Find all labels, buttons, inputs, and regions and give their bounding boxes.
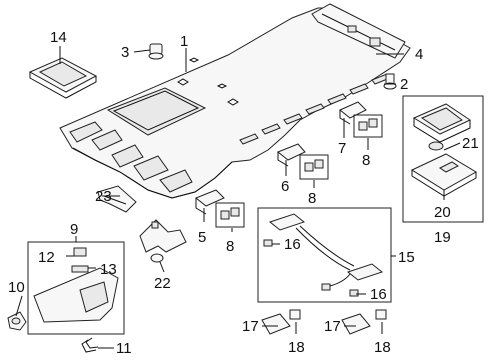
callout-5: 5 <box>198 229 206 246</box>
callout-18a: 18 <box>288 339 305 356</box>
callout-21: 21 <box>462 135 479 152</box>
leader-lines <box>15 46 461 349</box>
callout-8b: 8 <box>308 190 316 207</box>
grab-handle-7-part <box>339 101 367 125</box>
callout-17b: 17 <box>324 318 341 335</box>
clip-2-part <box>383 73 397 90</box>
callout-8a: 8 <box>362 152 370 169</box>
grab-handle-5-part <box>195 189 225 215</box>
bracket-23-part <box>97 185 137 213</box>
wiring-harness-box <box>257 207 392 303</box>
callout-6: 6 <box>281 178 289 195</box>
callout-4: 4 <box>415 46 423 63</box>
sunvisor-box <box>27 241 125 335</box>
callout-23: 23 <box>95 188 112 205</box>
callout-15: 15 <box>398 249 415 266</box>
callout-3: 3 <box>121 44 129 61</box>
callout-1: 1 <box>180 33 188 50</box>
callout-16a: 16 <box>284 236 301 253</box>
callout-22: 22 <box>154 275 171 292</box>
callout-9: 9 <box>70 221 78 238</box>
map-lamp-14-part <box>28 57 98 99</box>
headliner-part <box>59 7 411 199</box>
callout-17a: 17 <box>242 318 259 335</box>
callout-16b: 16 <box>370 286 387 303</box>
callout-8c: 8 <box>226 238 234 255</box>
callout-10: 10 <box>8 279 25 296</box>
bracket-22-part <box>139 219 187 263</box>
clip-3-part <box>148 43 164 60</box>
callout-13: 13 <box>100 261 117 278</box>
cap-set-8b-part <box>299 154 329 180</box>
grab-handle-6-part <box>277 143 306 167</box>
pad-17b-part <box>341 313 371 335</box>
rear-trim-part <box>311 3 406 59</box>
cap-set-8c-part <box>215 202 245 228</box>
callout-20: 20 <box>434 204 451 221</box>
callout-7: 7 <box>338 140 346 157</box>
clip-18a-part <box>289 309 301 320</box>
hook-11-part <box>81 337 99 353</box>
holder-10-part <box>7 311 27 331</box>
callout-18b: 18 <box>374 339 391 356</box>
clip-18b-part <box>375 309 387 320</box>
callout-12: 12 <box>38 249 55 266</box>
callout-14: 14 <box>50 29 67 46</box>
cap-set-8a-part <box>353 114 383 138</box>
callout-2: 2 <box>400 76 408 93</box>
callout-19: 19 <box>434 229 451 246</box>
pad-17a-part <box>261 313 291 335</box>
callout-11: 11 <box>116 340 132 357</box>
